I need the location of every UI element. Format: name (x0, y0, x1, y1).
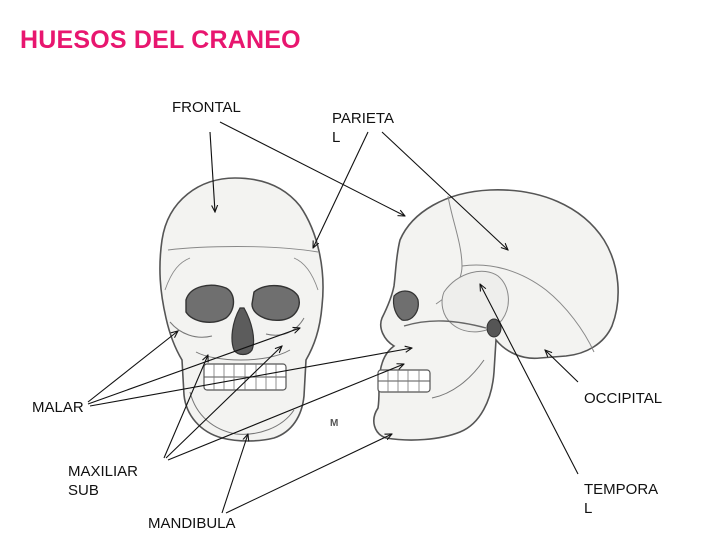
label-malar: MALAR (32, 398, 84, 417)
label-frontal-text: FRONTAL (172, 99, 241, 116)
malar-pointer-2 (87, 328, 300, 405)
label-maxiliar-line2: SUB (68, 482, 99, 499)
label-occipital-text: OCCIPITAL (584, 390, 663, 407)
label-maxiliar-line1: MAXILIAR (68, 463, 139, 480)
parietal-pointer-side (381, 131, 508, 250)
frontal-pointer-front (209, 131, 215, 212)
parietal-pointer-front (313, 131, 369, 248)
label-temporal: TEMPORA L (584, 480, 658, 518)
side-skull-temporal (441, 270, 509, 333)
maxiliar-pointer-1 (163, 355, 208, 459)
front-skull-right-orbit (251, 285, 300, 321)
malar-pointer-3 (89, 348, 412, 407)
artist-mark: M (330, 418, 339, 429)
label-parietal: PARIETA L (332, 109, 394, 147)
mandibula-pointer-front (221, 434, 248, 514)
label-frontal: FRONTAL (172, 98, 241, 117)
label-maxiliar-sub: MAXILIAR SUB (68, 462, 138, 500)
frontal-pointer-side (219, 121, 405, 216)
mandibula-pointer-side (225, 434, 392, 514)
label-malar-text: MALAR (32, 399, 84, 416)
front-skull-nasal-cavity (231, 307, 255, 356)
maxiliar-pointer-3 (167, 364, 404, 461)
maxiliar-pointer-2 (165, 346, 282, 459)
label-temporal-line2: L (584, 500, 593, 517)
label-temporal-line1: TEMPORA (584, 481, 659, 498)
temporal-pointer (480, 284, 579, 475)
label-mandibula: MANDIBULA (148, 514, 236, 533)
occipital-pointer (545, 350, 579, 383)
label-occipital: OCCIPITAL (584, 389, 662, 408)
label-parietal-line2: L (332, 129, 341, 146)
side-skull-orbit (392, 290, 419, 321)
front-skull (159, 177, 324, 442)
malar-pointer-1 (87, 331, 178, 403)
side-skull-ear-canal (486, 318, 502, 338)
pointer-lines (87, 121, 579, 514)
label-parietal-line1: PARIETA (332, 110, 394, 127)
page-title: HUESOS DEL CRANEO (20, 26, 301, 54)
label-mandibula-text: MANDIBULA (148, 515, 236, 532)
front-skull-left-orbit (185, 284, 235, 323)
